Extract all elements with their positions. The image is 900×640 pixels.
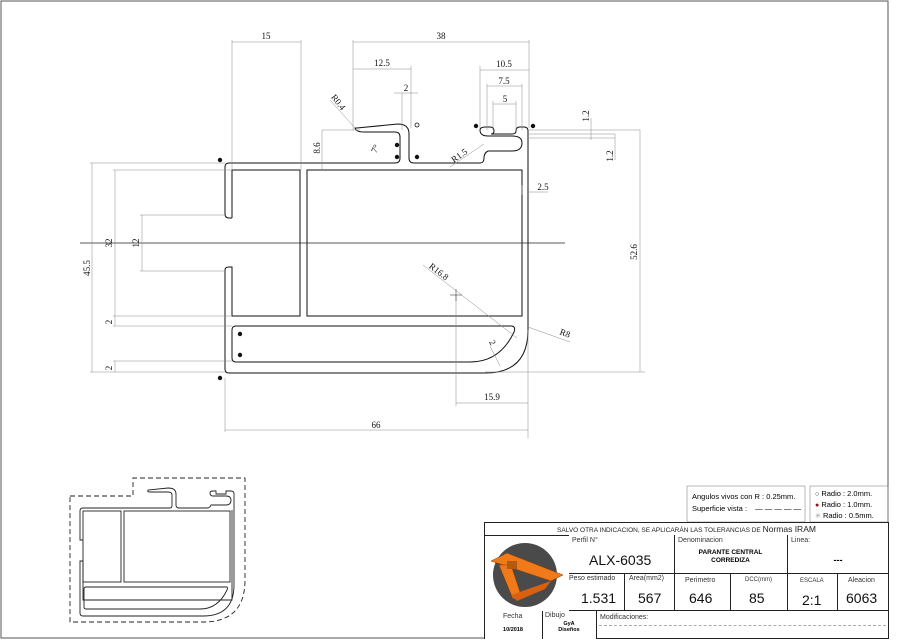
- dim-10-5: 10.5: [496, 59, 512, 69]
- dim-2-curve: 2: [487, 338, 498, 347]
- perimeter-value: 646: [689, 590, 713, 606]
- profile-left-slot-top: [224, 162, 232, 219]
- perimeter-cell: Perimetro 646: [675, 574, 731, 611]
- modifications-label: Modificaciones:: [600, 614, 649, 621]
- radius-legend: ○ Radio : 2.0mm. ● Radio : 1.0mm. ✳ Radi…: [815, 489, 874, 522]
- legend-item: ✳ Radio : 0.5mm.: [815, 511, 874, 520]
- filled-dot-icon: ●: [815, 502, 820, 509]
- visible-surface-outline: [69, 477, 246, 623]
- dim-52-6: 52.6: [629, 244, 639, 260]
- asterisk-icon: ✳: [815, 513, 821, 520]
- scale-value: 2:1: [802, 592, 822, 608]
- line-value: ---: [833, 555, 843, 565]
- dim-32: 32: [104, 239, 114, 248]
- denomination-label: Denominacion: [678, 537, 723, 544]
- dim-45-5: 45.5: [82, 260, 92, 276]
- dim-1-2-lower: 1.2: [605, 150, 615, 161]
- dim-r16-8: R16.8: [427, 261, 451, 283]
- drawing-cell: Dibujo GyA Diseños: [543, 611, 597, 639]
- dim-2-5: 2.5: [537, 182, 549, 192]
- perimeter-label: Perimetro: [685, 577, 716, 584]
- main-profile: [224, 123, 529, 374]
- drawing-value: GyA Diseños: [558, 621, 580, 633]
- weight-value: 1.531: [581, 590, 617, 606]
- scale-label: ESCALA: [800, 578, 824, 584]
- dim-r8: R8: [558, 327, 572, 340]
- radius-dot: [394, 154, 400, 160]
- thumbnail-profile: [69, 477, 246, 623]
- line-cell: Linea: ---: [788, 535, 888, 574]
- line-label: Linea:: [791, 537, 811, 544]
- area-cell: Area(mm2) 567: [625, 574, 675, 611]
- dcc-value: 85: [749, 590, 765, 606]
- radius-dot: [394, 142, 400, 148]
- radius-dot: [217, 375, 223, 381]
- radius-dot: [414, 154, 420, 160]
- dimension-lines: [80, 40, 645, 438]
- weight-cell: Peso estimado 1.531: [569, 574, 625, 611]
- scale-cell: ESCALA 2:1: [788, 574, 838, 611]
- dcc-cell: DCC(mm) 85: [731, 574, 788, 611]
- area-label: Area(mm2): [629, 575, 665, 582]
- company-logo: [490, 543, 564, 607]
- date-cell: Fecha 10/2018: [485, 611, 543, 639]
- radius-circle: [414, 122, 420, 128]
- dim-2-top: 2: [404, 83, 409, 93]
- dim-38: 38: [437, 31, 447, 41]
- dim-12-5: 12.5: [374, 58, 390, 68]
- visible-surface-line: — — — — —: [755, 504, 801, 513]
- dim-angle-7: 7°: [369, 143, 382, 155]
- alloy-cell: Aleacion 6063: [838, 574, 888, 611]
- profile-cell: Perfil N° ALX-6035: [569, 535, 675, 574]
- dim-1-2-upper: 1.2: [581, 110, 591, 121]
- open-circle-icon: ○: [815, 491, 820, 498]
- dim-8-6: 8.6: [312, 142, 322, 154]
- radius-dot: [473, 123, 479, 129]
- dim-2-wall-b: 2: [104, 366, 114, 371]
- alloy-label: Aleacion: [848, 577, 875, 584]
- denomination-cell: Denominacion PARANTE CENTRAL CORREDIZA: [675, 535, 788, 574]
- title-block: SALVO OTRA INDICACION, SE APLICARÁN LAS …: [484, 522, 889, 639]
- denomination-value: PARANTE CENTRAL CORREDIZA: [698, 549, 763, 564]
- dim-5: 5: [503, 94, 508, 104]
- modifications-cell: Modificaciones:: [597, 611, 888, 639]
- dimension-labels: 15 38 12.5 2 10.5 7.5 5 1.2 1.2 R0.4 7° …: [82, 31, 639, 430]
- dim-7-5: 7.5: [498, 76, 510, 86]
- profile-label: Perfil N°: [572, 537, 598, 544]
- radius-dot: [237, 352, 243, 358]
- logo-cell: [485, 535, 570, 611]
- profile-chamber-bottom: [231, 325, 516, 363]
- dim-66: 66: [372, 420, 382, 430]
- dim-15-9: 15.9: [484, 392, 500, 402]
- dim-r1-5: R1.5: [449, 146, 469, 164]
- radius-dot: [530, 123, 536, 129]
- modifications-line: [599, 625, 886, 626]
- legend-item: ○ Radio : 2.0mm.: [815, 489, 873, 498]
- dim-2-wall-a: 2: [104, 320, 114, 325]
- visible-surface-label: Superficie vista :: [692, 504, 748, 513]
- dim-12: 12: [131, 239, 141, 248]
- area-value: 567: [638, 590, 662, 606]
- alloy-value: 6063: [846, 590, 878, 606]
- dcc-label: DCC(mm): [745, 577, 772, 583]
- visible-surface-note: Superficie vista : — — — — —: [692, 504, 801, 513]
- profile-outer-contour: [224, 123, 529, 374]
- legend-item: ● Radio : 1.0mm.: [815, 500, 873, 509]
- weight-label: Peso estimado: [569, 575, 616, 582]
- drawing-label: Dibujo: [545, 612, 565, 619]
- radius-dot: [237, 331, 243, 337]
- radius-markers: [217, 122, 536, 381]
- profile-value: ALX-6035: [589, 552, 652, 568]
- radius-dot: [217, 157, 223, 163]
- date-value: 10/2018: [503, 627, 523, 633]
- date-label: Fecha: [503, 613, 523, 620]
- sharp-corners-note: Angulos vivos con R : 0.25mm.: [692, 492, 796, 501]
- dim-15: 15: [262, 31, 272, 41]
